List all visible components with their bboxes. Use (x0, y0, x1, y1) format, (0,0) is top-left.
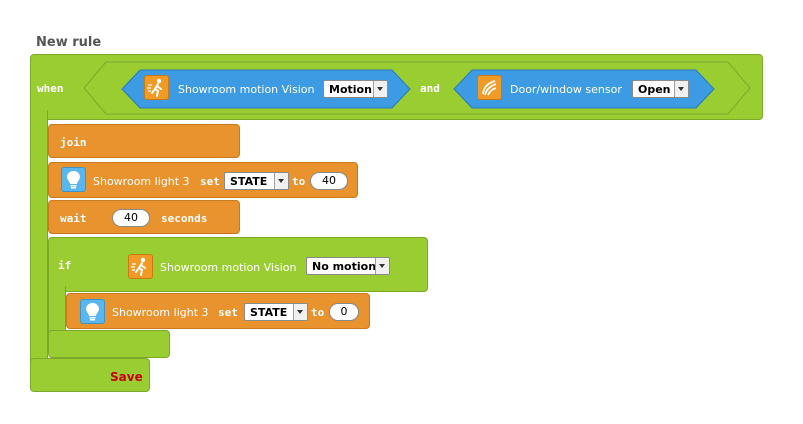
set-block-2[interactable] (66, 293, 370, 329)
set1-value-input[interactable]: 40 (310, 172, 348, 190)
set1-set-keyword: set (200, 175, 220, 188)
join-keyword: join (60, 136, 87, 149)
rule-title: New rule (36, 35, 102, 50)
dropdown-value: STATE (250, 306, 288, 319)
dropdown-value: Motion (329, 83, 372, 96)
set2-value-input[interactable]: 0 (329, 303, 359, 321)
chevron-down-icon[interactable] (375, 258, 389, 274)
when-keyword: when (37, 82, 64, 95)
when-block-arm (30, 110, 48, 380)
condition2-device: Door/window sensor (510, 83, 622, 96)
set1-to-keyword: to (292, 175, 306, 188)
chevron-down-icon[interactable] (373, 81, 387, 97)
set1-device: Showroom light 3 (93, 175, 190, 188)
when-block-footer (30, 358, 150, 392)
set2-property-dropdown[interactable]: STATE (244, 303, 308, 321)
dropdown-value: Open (638, 83, 671, 96)
condition2-value-dropdown[interactable]: Open (632, 80, 689, 98)
chevron-down-icon[interactable] (674, 81, 688, 97)
if-condition-value-dropdown[interactable]: No motion (306, 257, 390, 275)
light-bulb-icon (80, 299, 105, 324)
condition1-device: Showroom motion Vision (178, 83, 315, 96)
set2-set-keyword: set (218, 306, 238, 319)
wait-unit: seconds (161, 212, 208, 225)
door-window-sensor-icon (477, 75, 502, 100)
dropdown-value: No motion (312, 260, 377, 273)
light-bulb-icon (61, 167, 86, 192)
if-block[interactable] (48, 237, 428, 292)
if-block-footer (48, 330, 170, 358)
and-keyword: and (420, 82, 440, 95)
dropdown-value: STATE (230, 175, 268, 188)
set-block-1[interactable] (48, 162, 358, 198)
condition1-shape (121, 69, 411, 109)
if-block-arm (48, 286, 66, 336)
if-keyword: if (58, 259, 72, 272)
wait-value-input[interactable]: 40 (112, 209, 150, 227)
if-condition-device: Showroom motion Vision (160, 261, 297, 274)
chevron-down-icon[interactable] (274, 173, 288, 189)
join-block[interactable] (48, 124, 240, 158)
condition1-value-dropdown[interactable]: Motion (323, 80, 388, 98)
condition2-shape (453, 69, 715, 109)
set1-property-dropdown[interactable]: STATE (224, 172, 289, 190)
wait-keyword: wait (60, 212, 87, 225)
save-button[interactable]: Save (110, 370, 143, 384)
set2-device: Showroom light 3 (112, 306, 209, 319)
motion-sensor-icon (128, 254, 153, 279)
motion-sensor-icon (144, 75, 169, 100)
set2-to-keyword: to (311, 306, 325, 319)
chevron-down-icon[interactable] (293, 304, 307, 320)
